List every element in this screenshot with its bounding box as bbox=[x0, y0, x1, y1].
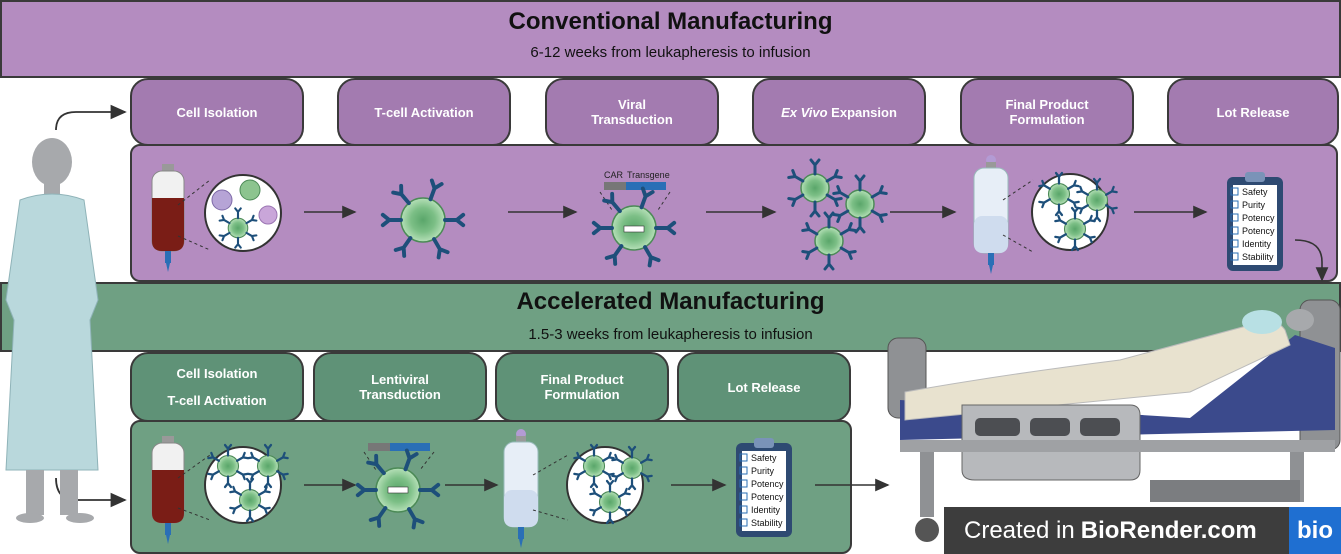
step-label: Final Product Formulation bbox=[1005, 97, 1089, 127]
checklist-conventional: Safety Purity Potency Potency Identity S… bbox=[1230, 187, 1275, 262]
svg-text:Potency: Potency bbox=[1242, 226, 1275, 236]
patient-figure-icon bbox=[5, 138, 99, 523]
conventional-panel bbox=[130, 144, 1338, 282]
svg-text:Potency: Potency bbox=[751, 492, 784, 502]
accelerated-title: Accelerated Manufacturing bbox=[516, 288, 825, 315]
car-label: CAR bbox=[604, 170, 624, 180]
svg-text:Stability: Stability bbox=[751, 518, 783, 528]
accelerated-header: Accelerated Manufacturing 1.5-3 weeks fr… bbox=[0, 282, 1341, 352]
checklist-accelerated: Safety Purity Potency Potency Identity S… bbox=[739, 453, 784, 528]
step-lot-release: Lot Release bbox=[1167, 78, 1339, 146]
svg-text:Potency: Potency bbox=[1242, 213, 1275, 223]
credit-brand: BioRender.com bbox=[1080, 516, 1257, 544]
credit-text: Created in bbox=[964, 516, 1075, 544]
conventional-title: Conventional Manufacturing bbox=[508, 8, 833, 35]
step-cell-isolation-activation: Cell Isolation T-cell Activation bbox=[130, 352, 304, 422]
step-lentiviral-transduction: Lentiviral Transduction bbox=[313, 352, 487, 422]
accelerated-subtitle: 1.5-3 weeks from leukapheresis to infusi… bbox=[528, 326, 813, 343]
conventional-subtitle: 6-12 weeks from leukapheresis to infusio… bbox=[530, 44, 811, 61]
step-label: Cell Isolation bbox=[176, 104, 258, 120]
step-label: T-cell Activation bbox=[374, 104, 474, 120]
step-final-product-formulation: Final Product Formulation bbox=[960, 78, 1134, 146]
svg-text:Identity: Identity bbox=[751, 505, 781, 515]
step-label: Final Product Formulation bbox=[540, 372, 624, 402]
transgene-label: Transgene bbox=[627, 170, 670, 180]
step-label: Expansion bbox=[827, 104, 897, 120]
biorender-logo: bio bbox=[1289, 507, 1341, 554]
step-label: Lentiviral Transduction bbox=[359, 372, 441, 402]
step-label: Lot Release bbox=[727, 379, 801, 395]
svg-text:Identity: Identity bbox=[1242, 239, 1272, 249]
conventional-header: Conventional Manufacturing 6-12 weeks fr… bbox=[0, 0, 1341, 78]
step-label: Viral Transduction bbox=[591, 97, 673, 127]
biorender-credit: Created in BioRender.com bio bbox=[944, 507, 1341, 554]
step-lot-release-acc: Lot Release bbox=[677, 352, 851, 422]
svg-text:Potency: Potency bbox=[751, 479, 784, 489]
step-label-italic: Ex Vivo bbox=[781, 104, 828, 120]
step-final-product-formulation-acc: Final Product Formulation bbox=[495, 352, 669, 422]
step-ex-vivo-expansion: Ex Vivo Expansion bbox=[752, 78, 926, 146]
step-label: T-cell Activation bbox=[167, 393, 267, 408]
hospital-bed-icon bbox=[887, 299, 1341, 542]
svg-text:Safety: Safety bbox=[751, 453, 777, 463]
step-t-cell-activation: T-cell Activation bbox=[337, 78, 511, 146]
svg-text:Purity: Purity bbox=[751, 466, 775, 476]
step-label: Lot Release bbox=[1216, 104, 1290, 120]
svg-text:Safety: Safety bbox=[1242, 187, 1268, 197]
step-label: Cell Isolation bbox=[176, 366, 258, 381]
svg-text:Purity: Purity bbox=[1242, 200, 1266, 210]
svg-text:Stability: Stability bbox=[1242, 252, 1274, 262]
step-cell-isolation: Cell Isolation bbox=[130, 78, 304, 146]
step-viral-transduction: Viral Transduction bbox=[545, 78, 719, 146]
